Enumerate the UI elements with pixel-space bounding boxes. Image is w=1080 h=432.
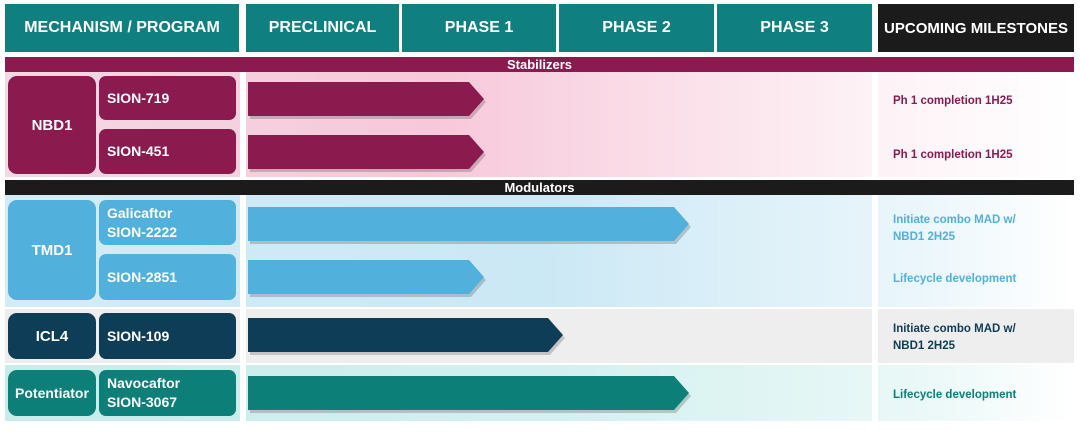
header-upcoming-milestones: UPCOMING MILESTONES xyxy=(878,4,1074,52)
header-preclinical: PRECLINICAL xyxy=(246,4,399,52)
arrow-shape xyxy=(248,135,486,172)
section-band-modulators: Modulators xyxy=(5,180,1074,195)
milestone-line: Lifecycle development xyxy=(893,388,1017,401)
program-sion-109: SION-109 xyxy=(99,313,236,359)
group-potentiator: Potentiator xyxy=(8,370,96,416)
program-sion-451: SION-451 xyxy=(99,129,236,174)
column-separator-left xyxy=(240,71,246,423)
milestone-line: NBD1 2H25 xyxy=(893,231,955,243)
milestone-sion-109: Initiate combo MAD w/ NBD1 2H25 xyxy=(893,320,1071,356)
arrow-shape xyxy=(248,260,486,297)
progress-arrow-sion-3067 xyxy=(248,376,693,414)
arrow-body xyxy=(248,82,484,116)
progress-arrow-sion-2851 xyxy=(248,260,488,298)
progress-arrow-sion-719 xyxy=(248,82,488,120)
milestone-sion-451: Ph 1 completion 1H25 xyxy=(893,144,1071,166)
program-sion-719: SION-719 xyxy=(99,76,236,120)
group-nbd1: NBD1 xyxy=(8,76,96,174)
arrow-body xyxy=(248,260,484,294)
program-name-line: SION-2222 xyxy=(107,223,178,240)
arrow-body xyxy=(248,376,689,410)
program-name-line: SION-2851 xyxy=(107,268,178,285)
arrow-body xyxy=(248,318,563,352)
milestone-sion-3067: Lifecycle development xyxy=(893,384,1071,406)
milestone-line: Ph 1 completion 1H25 xyxy=(893,94,1013,107)
group-tmd1: TMD1 xyxy=(8,200,96,300)
header-phase-3: PHASE 3 xyxy=(717,4,872,52)
arrow-shape xyxy=(248,318,565,355)
program-name-line: Navocaftor xyxy=(107,375,181,391)
program-navocaftor-sion-3067: Navocaftor SION-3067 xyxy=(99,370,236,416)
column-separator-right xyxy=(872,71,878,423)
header-phase-1: PHASE 1 xyxy=(402,4,556,52)
arrow-body xyxy=(248,135,484,169)
milestone-line: NBD1 2H25 xyxy=(893,340,955,352)
milestone-line: Lifecycle development xyxy=(893,272,1017,285)
header-mechanism-program: MECHANISM / PROGRAM xyxy=(5,4,239,52)
milestone-line: Initiate combo MAD w/ xyxy=(893,323,1016,335)
program-name-line: SION-109 xyxy=(107,327,170,344)
header-phase-2: PHASE 2 xyxy=(559,4,714,52)
program-sion-2851: SION-2851 xyxy=(99,254,236,300)
group-icl4: ICL4 xyxy=(8,313,96,359)
program-name-line: Galicaftor xyxy=(107,204,173,221)
milestone-line: Initiate combo MAD w/ xyxy=(893,214,1016,226)
progress-arrow-sion-2222 xyxy=(248,207,693,245)
program-name-line: SION-3067 xyxy=(107,394,178,410)
arrow-body xyxy=(248,207,689,241)
milestone-line: Ph 1 completion 1H25 xyxy=(893,148,1013,161)
arrow-shape xyxy=(248,207,691,244)
program-name-line: SION-451 xyxy=(107,143,170,159)
milestone-sion-719: Ph 1 completion 1H25 xyxy=(893,90,1071,112)
milestone-sion-2222: Initiate combo MAD w/ NBD1 2H25 xyxy=(893,211,1071,247)
progress-arrow-sion-109 xyxy=(248,318,567,356)
milestone-sion-2851: Lifecycle development xyxy=(893,268,1071,290)
program-galicaftor-sion-2222: Galicaftor SION-2222 xyxy=(99,200,236,245)
arrow-shape xyxy=(248,376,691,413)
program-name-line: SION-719 xyxy=(107,89,170,106)
progress-arrow-sion-451 xyxy=(248,135,488,173)
section-band-stabilizers: Stabilizers xyxy=(5,57,1074,72)
arrow-shape xyxy=(248,82,486,119)
